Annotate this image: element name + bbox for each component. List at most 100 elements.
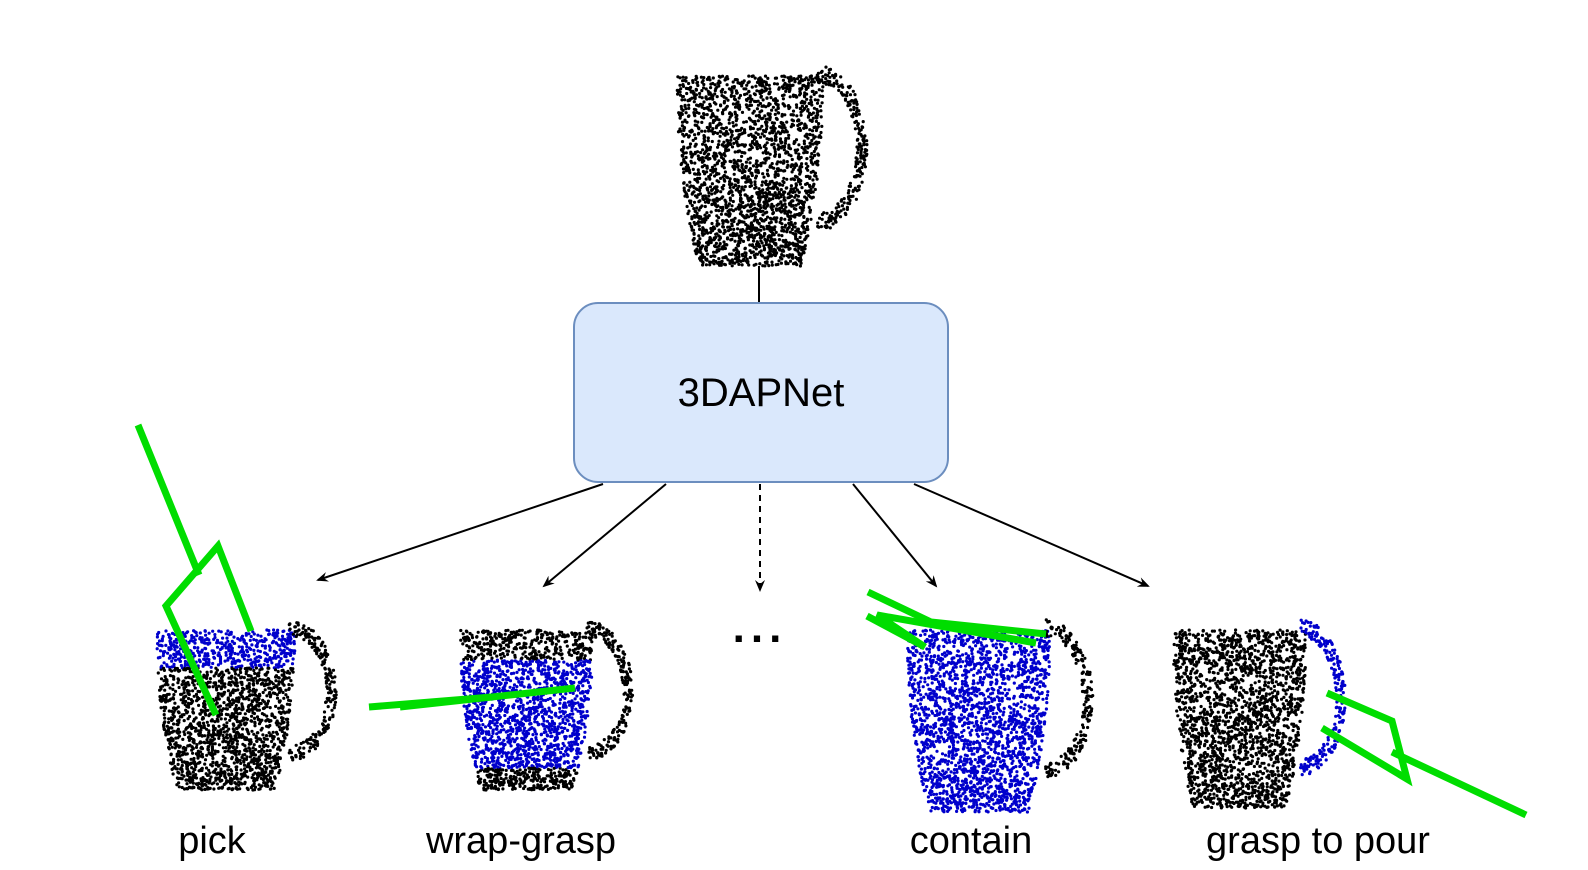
point — [267, 682, 271, 686]
point — [724, 212, 728, 216]
point — [222, 723, 226, 727]
point — [772, 241, 777, 245]
point — [717, 118, 721, 122]
point — [247, 709, 251, 714]
point — [242, 716, 246, 720]
point — [262, 749, 266, 754]
point — [187, 692, 191, 697]
point — [695, 206, 699, 210]
point — [733, 216, 737, 220]
point — [304, 629, 308, 633]
point — [217, 763, 221, 767]
point — [730, 233, 735, 237]
point — [798, 81, 802, 85]
point — [682, 170, 686, 175]
point — [242, 735, 246, 739]
point — [695, 76, 699, 80]
point — [739, 232, 743, 236]
point — [313, 648, 317, 653]
point — [214, 686, 219, 690]
point — [802, 126, 806, 130]
point — [692, 207, 696, 211]
point — [728, 261, 732, 265]
point — [793, 221, 797, 225]
point — [184, 699, 188, 704]
point — [735, 117, 739, 121]
point — [739, 210, 743, 214]
point — [323, 719, 327, 723]
point — [713, 83, 717, 87]
point — [718, 235, 722, 239]
point — [220, 762, 224, 766]
point — [743, 151, 747, 155]
point — [272, 735, 276, 739]
point — [687, 135, 691, 139]
point — [815, 116, 819, 120]
point — [756, 142, 760, 146]
point — [168, 639, 172, 643]
point — [331, 668, 336, 672]
point — [800, 86, 804, 90]
point — [227, 643, 231, 647]
point — [324, 676, 328, 680]
point — [283, 654, 287, 659]
point — [802, 151, 806, 155]
point — [318, 656, 322, 660]
point — [700, 217, 704, 221]
point — [196, 722, 200, 726]
point — [707, 191, 711, 195]
point — [701, 194, 705, 198]
point — [733, 78, 737, 82]
point — [851, 194, 855, 198]
point — [787, 89, 791, 94]
point — [261, 690, 265, 695]
point — [732, 227, 736, 231]
point — [245, 645, 249, 649]
point — [239, 680, 243, 685]
point — [804, 104, 809, 108]
point — [861, 139, 866, 143]
point — [700, 120, 704, 124]
point — [785, 87, 789, 91]
point — [291, 649, 295, 653]
point — [799, 258, 803, 262]
point — [789, 210, 793, 214]
point — [697, 224, 701, 228]
point — [212, 732, 216, 737]
point — [245, 765, 249, 769]
point — [307, 635, 311, 639]
point — [731, 102, 736, 106]
point — [792, 77, 796, 81]
point — [728, 185, 732, 190]
point — [834, 206, 838, 210]
point — [197, 769, 201, 773]
point — [752, 219, 756, 223]
point — [248, 766, 252, 770]
point — [220, 646, 224, 650]
point — [852, 105, 856, 109]
point — [787, 221, 791, 225]
point — [691, 167, 695, 171]
point — [256, 737, 260, 741]
point — [186, 696, 191, 701]
point — [812, 106, 817, 110]
point — [711, 167, 715, 172]
point — [692, 231, 696, 235]
point — [842, 207, 846, 211]
point — [230, 772, 234, 777]
point — [729, 252, 733, 256]
point — [766, 235, 770, 239]
point — [719, 190, 723, 194]
point — [237, 752, 241, 756]
point — [777, 190, 781, 194]
point — [250, 643, 254, 647]
point — [716, 131, 720, 135]
point — [708, 78, 712, 82]
point — [685, 91, 689, 96]
point — [170, 631, 175, 636]
point — [275, 732, 279, 736]
point — [760, 241, 764, 245]
point — [224, 712, 228, 717]
point — [780, 74, 784, 78]
point — [729, 238, 733, 242]
